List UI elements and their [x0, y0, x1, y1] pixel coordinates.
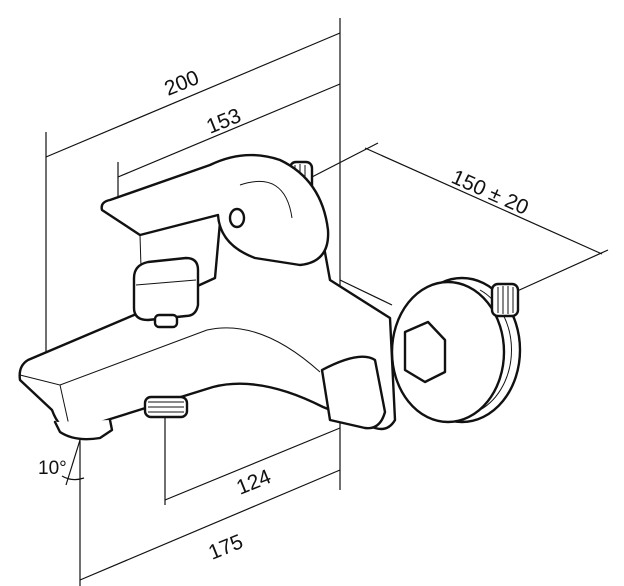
angle-arc: [61, 475, 85, 481]
angle-line: [65, 439, 81, 486]
body-end-cap: [320, 355, 387, 430]
dim-153-label: 153: [203, 104, 244, 138]
lever-pivot: [228, 207, 246, 229]
spout-outlet: [53, 418, 114, 441]
dim-175-label: 175: [205, 530, 246, 564]
dim-150-label: 150 ± 20: [448, 166, 532, 220]
dim-124-line: [164, 427, 341, 501]
lever-handle: [100, 153, 330, 267]
diverter-knob: [132, 256, 200, 322]
dim-150-line: [364, 147, 603, 255]
dimension-lines: [45, 32, 603, 581]
threaded-outlet-bottom: [143, 395, 189, 419]
threaded-inlet-right: [490, 282, 520, 318]
dim-124-label: 124: [233, 465, 274, 500]
dim-153-line: [117, 83, 341, 178]
faucet: [18, 153, 522, 441]
dim-200-label: 200: [161, 66, 202, 100]
dim-175-line: [79, 469, 341, 581]
dim-200-line: [45, 32, 341, 158]
nut: [403, 320, 447, 384]
angle-label: 10°: [38, 458, 67, 479]
